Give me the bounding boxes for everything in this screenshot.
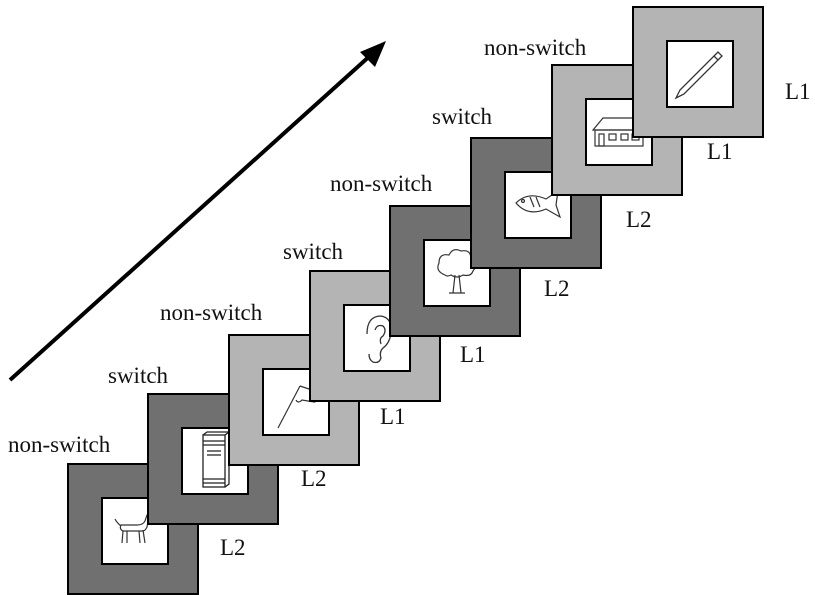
- trial-sequence-diagram: non-switch L2 switch L2: [8, 6, 811, 595]
- language-label: L2: [301, 466, 327, 491]
- condition-label: non-switch: [8, 432, 111, 457]
- language-label: L2: [544, 276, 570, 301]
- picture-frame: [504, 171, 572, 239]
- time-arrow: [8, 41, 386, 382]
- picture-frame: [666, 40, 734, 108]
- language-label: L2: [626, 207, 652, 232]
- condition-label: non-switch: [484, 35, 587, 60]
- language-label: L1: [707, 139, 733, 164]
- pencil-icon: [674, 51, 723, 100]
- language-label: L1: [380, 404, 406, 429]
- ear-icon: [366, 315, 392, 364]
- trial-frame-8: [632, 6, 764, 138]
- language-label: L1: [785, 79, 811, 104]
- condition-label: switch: [108, 363, 169, 388]
- picture-frame: [423, 239, 491, 307]
- condition-label: non-switch: [160, 300, 263, 325]
- condition-label: switch: [432, 104, 493, 129]
- picture-frame: [101, 497, 169, 565]
- language-label: L2: [220, 535, 246, 560]
- condition-label: non-switch: [330, 171, 433, 196]
- language-label: L1: [460, 342, 486, 367]
- fish-icon: [515, 189, 562, 219]
- condition-label: switch: [283, 239, 344, 264]
